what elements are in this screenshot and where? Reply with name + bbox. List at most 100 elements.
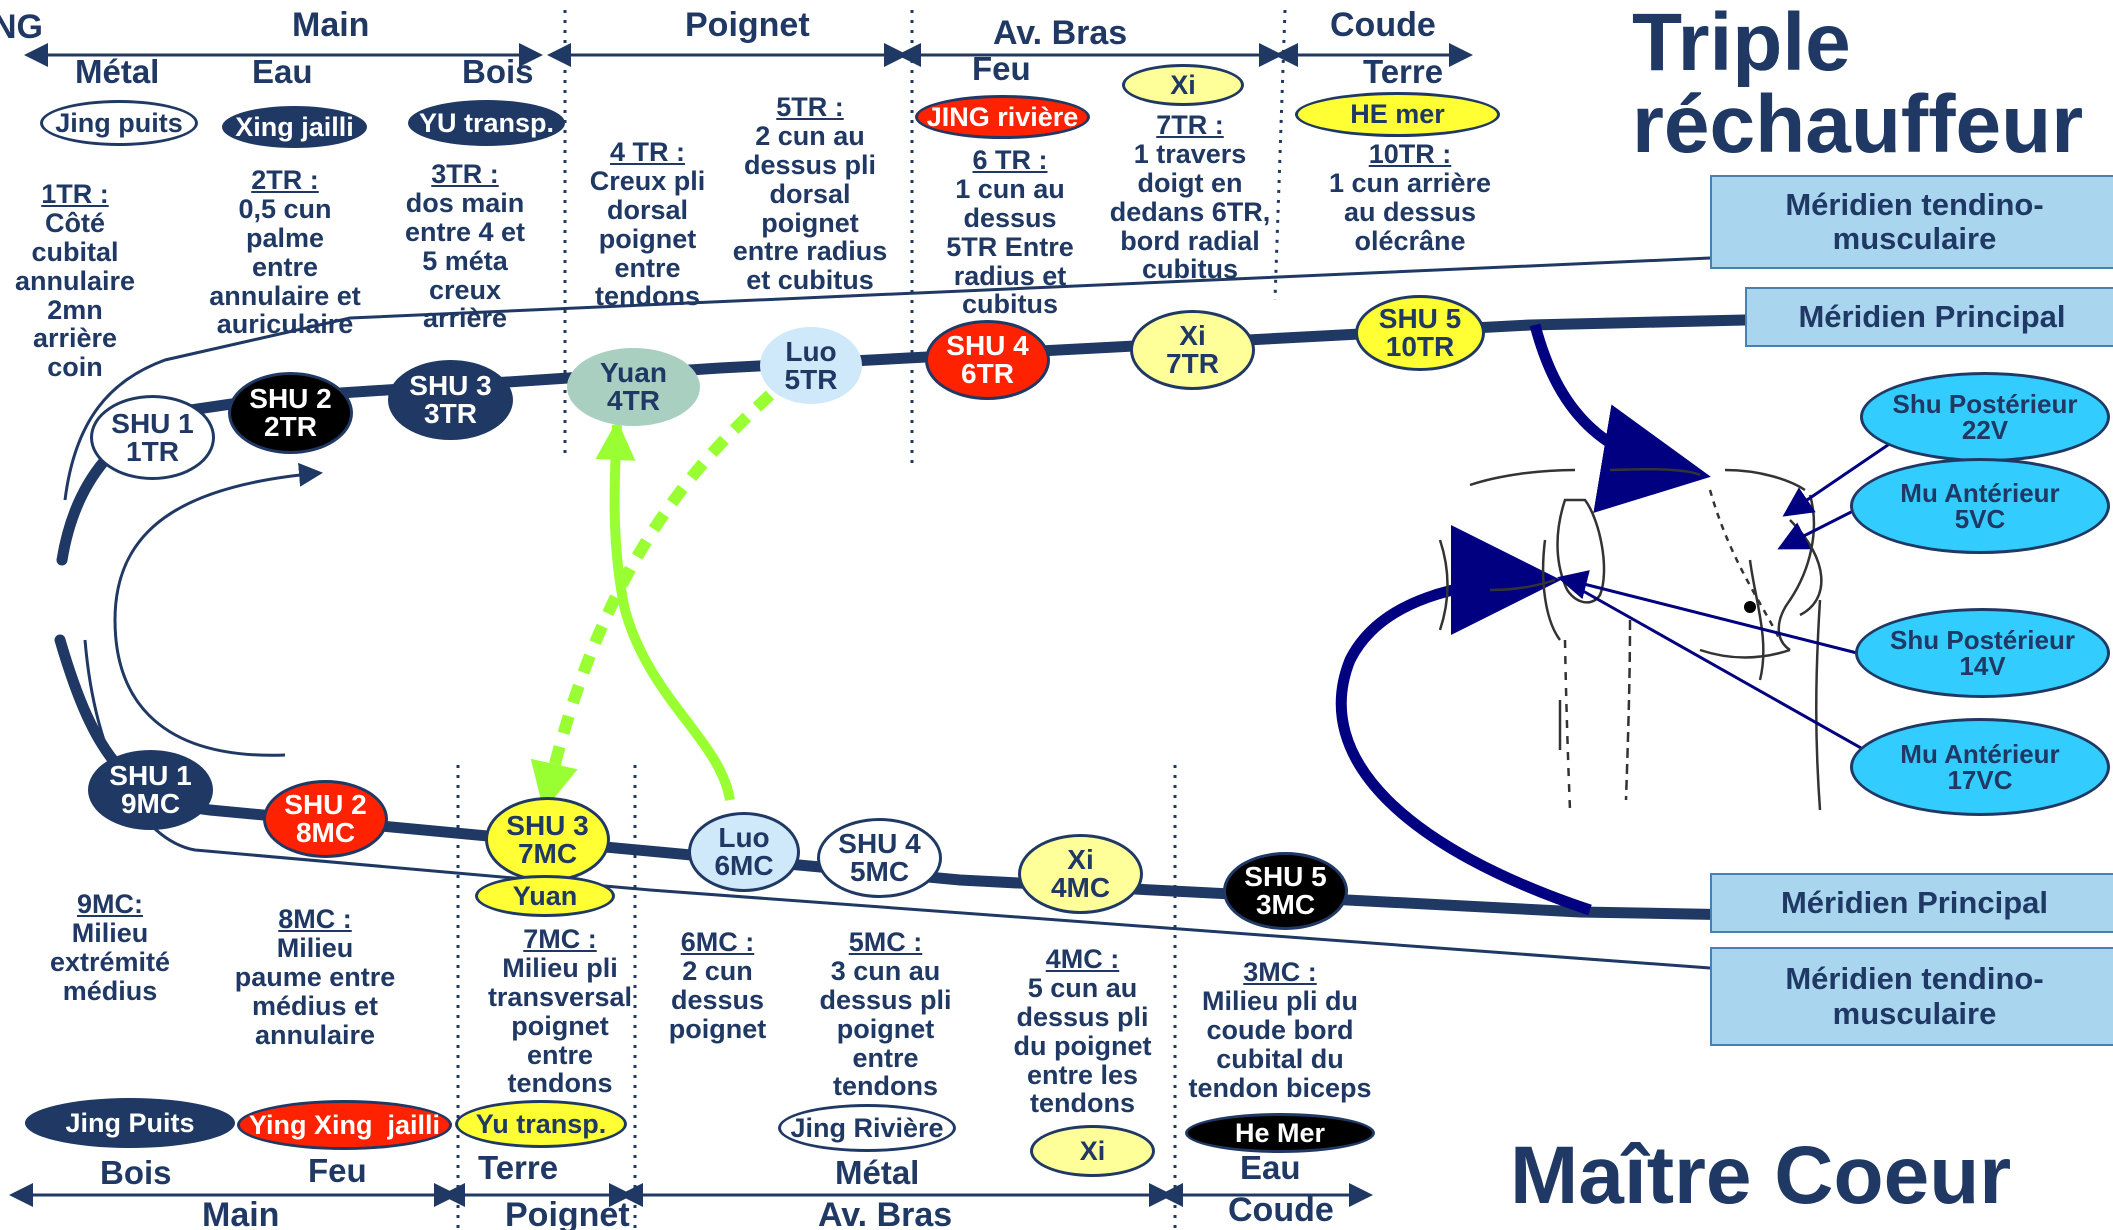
desc-4tr: 4 TR : Creux pli dorsal poignet entre te… — [575, 138, 720, 311]
title-triple-rechauffeur: Triple réchauffeur — [1632, 2, 2083, 166]
top-header-main: Main — [292, 6, 370, 44]
desc-line: tendons — [833, 1071, 938, 1102]
desc-line: entre — [526, 1039, 594, 1070]
desc-line: arrière — [32, 323, 118, 354]
point-name: SHU 2 — [284, 789, 367, 820]
desc-line: entre — [251, 251, 319, 282]
desc-line: dessus — [963, 202, 1057, 233]
desc-line: 2 cun au — [755, 120, 865, 151]
desc-8mc: 8MC : Milieu paume entre médius et annul… — [225, 905, 405, 1049]
bottom-label-he-mer: He Mer — [1185, 1113, 1375, 1153]
point-name: Mu Antérieur — [1900, 478, 2060, 508]
desc-line: entre radius — [732, 236, 888, 267]
desc-head: 5MC : — [848, 927, 923, 957]
point-code: 3MC — [1255, 889, 1316, 920]
point-name: SHU 2 — [249, 383, 332, 414]
box-tendino-musculaire-top: Méridien tendino-musculaire — [1710, 175, 2113, 269]
desc-line: entre les — [1026, 1059, 1139, 1090]
desc-head: 3MC : — [1243, 957, 1317, 987]
desc-line: palme — [245, 222, 325, 253]
point-code: 2TR — [264, 411, 317, 442]
desc-line: cubitus — [961, 289, 1058, 320]
top-element-bois: Bois — [462, 53, 534, 90]
desc-6mc: 6MC : 2 cun dessus poignet — [655, 928, 780, 1044]
box-line: Méridien Principal — [1780, 884, 2048, 920]
desc-line: 5 cun au — [1027, 972, 1138, 1003]
desc-head: 6 TR : — [972, 145, 1048, 175]
top-element-eau: Eau — [252, 53, 313, 90]
desc-line: au dessus — [1343, 196, 1477, 227]
point-name: Xi — [1067, 844, 1094, 875]
point-name: SHU 5 — [1244, 861, 1327, 892]
point-name: SHU 4 — [838, 828, 921, 859]
point-name: SHU 4 — [946, 330, 1029, 361]
desc-head: 8MC : — [278, 904, 352, 934]
bottom-header-poignet: Poignet — [505, 1196, 630, 1230]
label-text: Xing jailli — [235, 111, 354, 142]
label-text: Jing Puits — [65, 1107, 195, 1138]
desc-4mc: 4MC : 5 cun au dessus pli du poignet ent… — [1000, 945, 1165, 1118]
desc-line: poignet — [598, 223, 697, 254]
box-line: musculaire — [1832, 995, 1997, 1031]
box-tendino-musculaire-bottom: Méridien tendino-musculaire — [1710, 947, 2113, 1046]
desc-line: doigt en — [1137, 167, 1243, 198]
desc-line: annulaire et — [209, 280, 361, 311]
desc-line: et cubitus — [746, 265, 874, 296]
point-code: 3TR — [424, 398, 477, 429]
desc-line: cubital du — [1216, 1043, 1344, 1074]
desc-head: 4 TR : — [609, 137, 685, 167]
desc-line: olécrâne — [1354, 225, 1466, 256]
point-code: 4MC — [1050, 872, 1111, 903]
point-name: Xi — [1179, 320, 1206, 351]
desc-head: 7TR : — [1156, 110, 1224, 140]
desc-line: entre — [614, 252, 681, 283]
desc-7tr: 7TR : 1 travers doigt en dedans 6TR, bor… — [1100, 111, 1280, 284]
top-header-cut: NG — [0, 8, 43, 46]
desc-line: auriculaire — [216, 309, 354, 340]
point-code: 14V — [1959, 651, 2006, 681]
point-code: 6MC — [714, 850, 774, 881]
desc-line: Côté — [45, 207, 105, 238]
green-solid-connection — [595, 420, 735, 801]
point-code: 5MC — [849, 856, 910, 887]
circulation-arrow — [113, 462, 323, 757]
point-code: 10TR — [1385, 331, 1455, 362]
top-label-jing-riviere: JING rivière — [915, 95, 1090, 139]
desc-head: 9MC: — [77, 889, 143, 919]
desc-line: bord radial — [1120, 225, 1260, 256]
desc-head: 2TR : — [251, 165, 319, 195]
blue-arrow-top — [1529, 323, 1711, 513]
top-label-he-mer: HE mer — [1295, 92, 1500, 137]
bottom-element-terre: Terre — [478, 1149, 559, 1186]
desc-line: tendon biceps — [1188, 1072, 1372, 1103]
body-point-pointers — [1557, 428, 1911, 772]
desc-line: 5TR Entre — [946, 231, 1074, 262]
desc-10tr: 10TR : 1 cun arrière au dessus olécrâne — [1315, 140, 1505, 256]
point-code: 5VC — [1954, 504, 2006, 534]
top-label-yu-transp: YU transp. — [408, 100, 565, 146]
desc-line: poignet — [761, 207, 859, 238]
desc-line: entre 4 et — [404, 216, 526, 247]
top-element-metal: Métal — [75, 53, 160, 90]
desc-5tr: 5TR : 2 cun au dessus pli dorsal poignet… — [725, 93, 895, 295]
desc-line: entre — [852, 1042, 919, 1073]
box-line: Méridien tendino- — [1785, 961, 2044, 997]
top-header-av-bras: Av. Bras — [993, 14, 1128, 52]
desc-line: coin — [47, 352, 103, 383]
desc-line: cubital — [31, 236, 119, 267]
desc-line: extrémité — [49, 946, 171, 977]
top-element-terre: Terre — [1363, 53, 1444, 90]
label-text: Jing Rivière — [790, 1112, 944, 1143]
section-dividers — [456, 9, 1287, 1230]
point-name: Shu Postérieur — [1890, 625, 2075, 655]
bottom-label-yu-transp: Yu transp. — [455, 1100, 627, 1148]
box-meridien-principal-bottom: Méridien Principal — [1710, 873, 2113, 933]
desc-9mc: 9MC: Milieu extrémité médius — [40, 890, 180, 1006]
desc-3mc: 3MC : Milieu pli du coude bord cubital d… — [1180, 958, 1380, 1102]
desc-line: poignet — [836, 1013, 935, 1044]
bottom-element-metal: Métal — [835, 1154, 920, 1191]
